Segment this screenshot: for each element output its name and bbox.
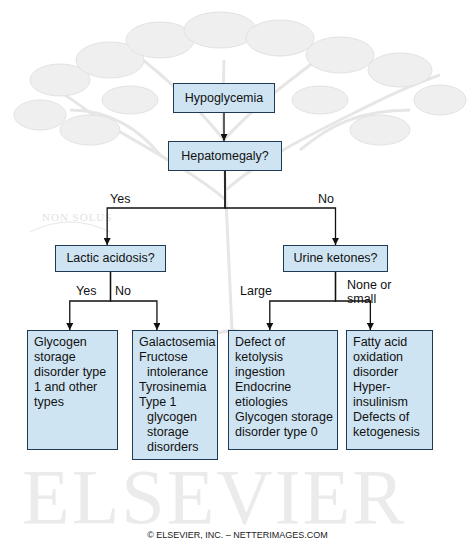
branch-label: No xyxy=(115,284,155,298)
watermark-text: NON SOLUS xyxy=(42,212,112,223)
flow-arrow xyxy=(270,272,336,330)
flow-arrow xyxy=(70,272,111,330)
decision-box: Urine ketones? xyxy=(283,245,388,272)
node-text: Glycogen storage disorder type 0 xyxy=(235,410,333,440)
leaf-cluster xyxy=(126,22,194,58)
node-text: Lactic acidosis? xyxy=(66,251,154,266)
node-text: Tyrosinemia xyxy=(139,380,213,395)
decision-box: Hepatomegaly? xyxy=(168,141,282,171)
leaf-cluster xyxy=(306,37,374,73)
node-text: Endocrine etiologies xyxy=(235,380,333,410)
copyright-note: © ELSEVIER, INC. – NETTERIMAGES.COM xyxy=(0,531,475,540)
node-text: Defects of ketogenesis xyxy=(353,410,428,440)
leaf-cluster xyxy=(60,115,120,145)
branch-label: Large xyxy=(240,284,290,298)
watermark-text: ELSEVIER xyxy=(22,458,406,536)
node-text: Fructose intolerance xyxy=(139,350,213,380)
outcome-box: Glycogen storage disorder type 1 and oth… xyxy=(27,330,118,450)
flow-arrow xyxy=(107,171,225,245)
node-text: Hyper-insulinism xyxy=(353,380,428,410)
node-text: Fatty acid oxidation disorder xyxy=(353,335,428,380)
branch-label: None or small xyxy=(347,278,395,307)
tree-branch xyxy=(300,110,410,150)
node-text: Glycogen storage disorder type 1 and oth… xyxy=(34,335,113,410)
outcome-box: Fatty acid oxidation disorderHyper-insul… xyxy=(346,330,433,450)
node-text: Type 1 glycogen storage disorders xyxy=(139,395,213,455)
leaf-cluster xyxy=(368,53,432,87)
flow-arrow xyxy=(225,171,336,245)
decision-box: Hypoglycemia xyxy=(173,83,275,113)
leaf-cluster xyxy=(184,12,256,48)
leaf-cluster xyxy=(14,100,66,130)
leaf-cluster xyxy=(414,85,466,115)
leaf-cluster xyxy=(102,86,158,114)
node-text: Hypoglycemia xyxy=(185,91,264,106)
branch-label: Yes xyxy=(110,192,150,206)
decision-box: Lactic acidosis? xyxy=(55,245,166,272)
leaf-cluster xyxy=(246,20,314,56)
node-text: Urine ketones? xyxy=(293,251,377,266)
node-text: Hepatomegaly? xyxy=(181,149,269,164)
node-text: Defect of ketolysis xyxy=(235,335,333,365)
node-text: ingestion xyxy=(235,365,333,380)
outcome-box: GalactosemiaFructose intoleranceTyrosine… xyxy=(132,330,218,460)
tree-branches xyxy=(40,50,440,337)
outcome-box: Defect of ketolysisingestionEndocrine et… xyxy=(228,330,338,450)
flow-arrow xyxy=(111,272,157,330)
branch-label: No xyxy=(318,192,358,206)
leaf-cluster xyxy=(292,86,348,114)
leaf-cluster xyxy=(350,115,410,145)
branch-label: Yes xyxy=(76,284,116,298)
node-text: Galactosemia xyxy=(139,335,213,350)
flow-arrow xyxy=(223,113,224,141)
motto-ribbon xyxy=(30,222,110,232)
tree-foliage xyxy=(14,12,466,145)
